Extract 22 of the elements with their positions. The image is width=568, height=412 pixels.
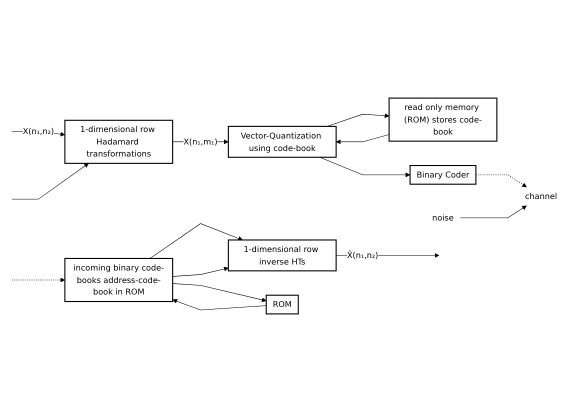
edge-label: X̂(n₁,n₂) [346,250,378,260]
arrow [320,156,410,178]
arrow [12,163,89,200]
edge-label: X(n₁,m₁) [183,136,218,147]
arrow [150,223,243,259]
node-box: 1-dimensional row inverse HTs [228,239,337,272]
node-text: channel [525,191,558,202]
arrow [460,206,527,218]
node-box: Binary Coder [410,164,476,185]
edge-label: X(n₁,n₂) [22,126,54,136]
node-box: read only memory (ROM) stores code-book [388,98,498,142]
arrow [172,283,266,302]
arrow [336,134,390,144]
node-text: noise [432,212,454,223]
node-box: Vector-Quantization using code-book [228,126,337,158]
arrow [12,278,66,282]
node-box: ROM [266,294,299,314]
node-box: 1-dimensional row Hadamard transformations [64,120,174,164]
arrow [172,299,266,310]
arrow [172,266,229,277]
arrow [476,174,527,188]
node-box: incoming binary code-books address-code-book in ROM [64,258,174,302]
